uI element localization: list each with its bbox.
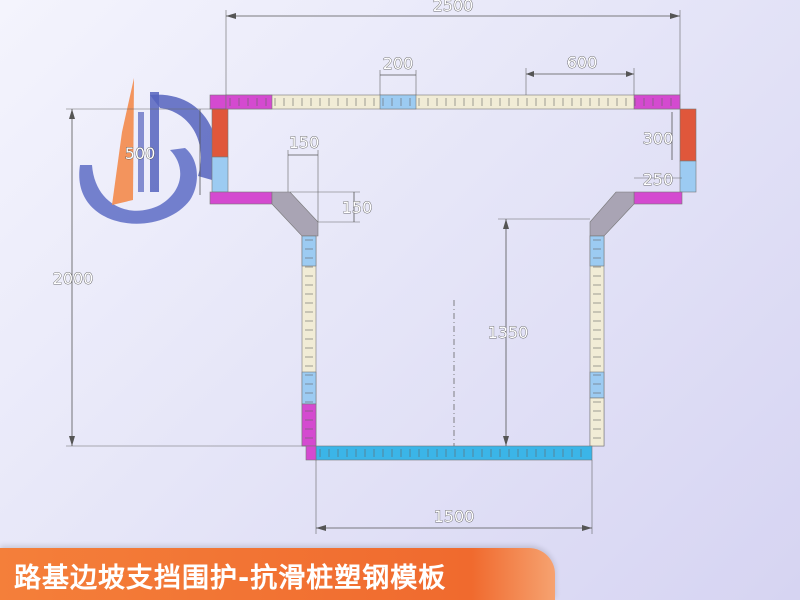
dim-200-label: 200 [383,54,414,73]
dim-250: 250 [634,170,682,189]
dim-150-vertical: 150 [290,191,373,223]
dim-1350-label: 1350 [488,323,529,342]
left-shaft-wall [301,235,317,447]
top-plate-row [209,94,681,110]
dim-2500-label: 2500 [433,0,474,15]
left-cap-side [209,108,273,205]
dim-300-label: 300 [643,129,674,148]
dim-overall-width: 2500 [225,0,681,95]
dim-1350: 1350 [487,218,590,446]
dim-1500-label: 1500 [434,507,475,526]
dim-600-label: 600 [567,53,598,72]
bottom-plate-ribs [319,449,582,457]
dim-300: 300 [642,112,674,160]
dim-200: 200 [379,54,417,95]
right-diagonal-plate [589,191,635,237]
right-shaft-ribs [593,239,601,439]
dim-150-h-label: 150 [289,133,320,152]
banner-title: 路基边坡支挡围护-抗滑桩塑钢模板 [14,563,447,594]
left-shaft-ribs [305,239,313,439]
right-shaft-wall [589,235,605,447]
dim-250-label: 250 [643,170,674,189]
dim-2000-label: 2000 [53,269,94,288]
title-banner: 路基边坡支挡围护-抗滑桩塑钢模板 [0,548,555,600]
dim-600: 600 [525,53,635,95]
dim-2000: 2000 [52,108,306,447]
right-cap-side [633,108,697,205]
bottom-plate-row [305,445,593,461]
dim-500-label: 500 [125,144,156,163]
dim-150-v-label: 150 [342,198,373,217]
top-plate-ribs [229,98,672,106]
dim-1500: 1500 [315,460,593,534]
dim-150-horizontal: 150 [287,133,320,222]
left-diagonal-plate [271,191,319,237]
dim-500: 500 [124,109,201,195]
